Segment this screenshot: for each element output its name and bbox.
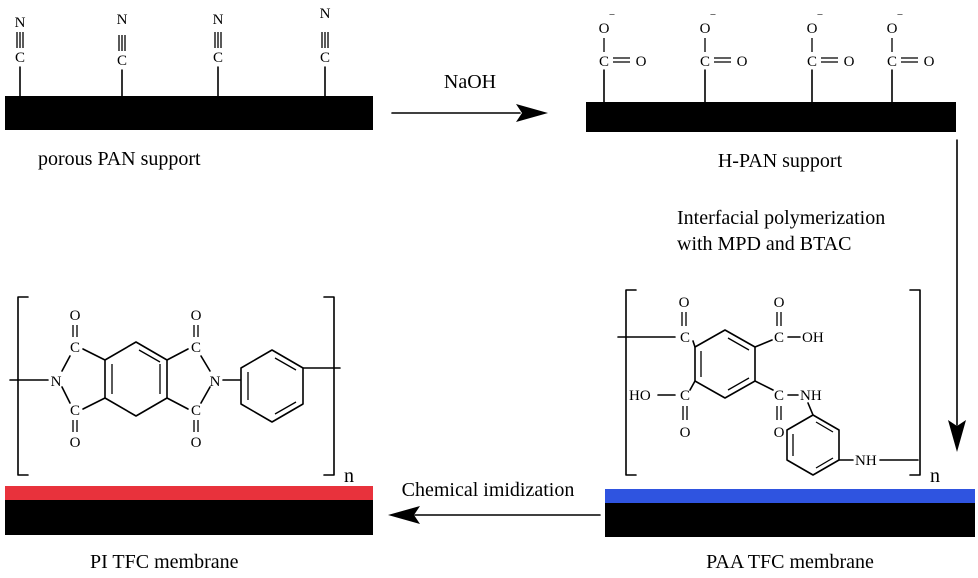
- nitrile-carbon: C: [15, 50, 25, 66]
- paa-cooh2-ho: HO: [629, 388, 651, 404]
- ip-label-line2: with MPD and BTAC: [677, 233, 852, 255]
- carboxylate-group: C O − O: [599, 9, 647, 103]
- negative-charge: −: [609, 9, 615, 21]
- paa-repeat-n: n: [930, 465, 940, 487]
- nitrile-carbon: C: [213, 50, 223, 66]
- paa-amide-c: C: [774, 388, 784, 404]
- pan-support-bar: [5, 96, 373, 130]
- pan-support-label: porous PAN support: [38, 148, 201, 170]
- nitrile-group: C N: [117, 12, 128, 97]
- carbonyl-oxygen: O: [737, 54, 748, 70]
- carbonyl-oxygen: O: [844, 54, 855, 70]
- nitrile-nitrogen: N: [320, 6, 331, 22]
- paa-mpd-nh: NH: [855, 453, 877, 469]
- nitrile-group: C N: [213, 12, 224, 97]
- paa-carbonyl-o: O: [679, 295, 690, 311]
- paa-membrane-group: PAA TFC membrane n C O C O OH: [605, 289, 975, 573]
- ip-arrow-group: Interfacial polymerization with MPD and …: [677, 139, 966, 452]
- naoh-arrow-group: NaOH: [391, 71, 548, 122]
- pi-support-bar: [5, 500, 373, 535]
- pi-membrane-group: PI TFC membrane n N C C O O: [5, 296, 373, 573]
- paa-cooh-oh: OH: [802, 330, 824, 346]
- hpan-support-bar: [586, 102, 956, 132]
- pan-support-group: C N C N C N C N porous PAN support: [5, 6, 373, 170]
- paa-left-bracket: [625, 289, 637, 476]
- carboxylate-group: C O − O: [807, 9, 855, 103]
- paa-carbonyl-c: C: [680, 330, 690, 346]
- pi-imide-o: O: [191, 308, 202, 324]
- pi-membrane-label: PI TFC membrane: [90, 551, 239, 573]
- carboxylate-oxygen: O: [599, 21, 610, 37]
- nitrile-carbon: C: [117, 53, 127, 69]
- ip-label-line1: Interfacial polymerization: [677, 207, 885, 229]
- paa-amide-nh: NH: [800, 388, 822, 404]
- carbonyl-oxygen: O: [636, 54, 647, 70]
- pi-repeat-n: n: [344, 465, 354, 487]
- nitrile-nitrogen: N: [117, 12, 128, 28]
- carboxylate-carbon: C: [700, 54, 710, 70]
- carboxylate-carbon: C: [807, 54, 817, 70]
- pi-left-bracket: [17, 296, 29, 476]
- pi-imide-o: O: [70, 435, 81, 451]
- imidization-arrowhead: [388, 506, 420, 524]
- carboxylate-oxygen: O: [700, 21, 711, 37]
- paa-cooh2-o: O: [680, 425, 691, 441]
- negative-charge: −: [817, 9, 823, 21]
- pi-imide-c: C: [70, 340, 80, 356]
- negative-charge: −: [897, 9, 903, 21]
- imidization-arrow-group: Chemical imidization: [388, 479, 601, 524]
- nitrile-nitrogen: N: [15, 15, 26, 31]
- nitrile-nitrogen: N: [213, 12, 224, 28]
- paa-support-bar: [605, 503, 975, 537]
- carboxylate-carbon: C: [887, 54, 897, 70]
- negative-charge: −: [710, 9, 716, 21]
- paa-cooh2-c: C: [680, 388, 690, 404]
- nitrile-group: C N: [320, 6, 331, 97]
- paa-layer-bar: [605, 489, 975, 503]
- carbonyl-oxygen: O: [924, 54, 935, 70]
- carboxylate-group: C O − O: [887, 9, 935, 103]
- pi-imide-c: C: [191, 340, 201, 356]
- pi-right-bracket: [323, 296, 335, 476]
- imidization-label: Chemical imidization: [402, 479, 575, 501]
- paa-mpd-ring: [786, 414, 840, 476]
- hpan-support-label: H-PAN support: [718, 150, 843, 172]
- pi-layer-bar: [5, 486, 373, 500]
- carboxylate-oxygen: O: [807, 21, 818, 37]
- pi-imide-c: C: [191, 403, 201, 419]
- pi-imide-o: O: [70, 308, 81, 324]
- paa-benzene-ring: [694, 329, 756, 399]
- pi-imide-o: O: [191, 435, 202, 451]
- carboxylate-oxygen: O: [887, 21, 898, 37]
- paa-right-bracket: [909, 289, 921, 476]
- naoh-arrowhead: [516, 104, 548, 122]
- carboxylate-carbon: C: [599, 54, 609, 70]
- paa-cooh-c: C: [774, 330, 784, 346]
- pi-structure: n N C C O O C C O: [9, 296, 354, 487]
- nitrile-group: C N: [15, 15, 26, 97]
- paa-membrane-label: PAA TFC membrane: [706, 551, 874, 573]
- ip-arrowhead: [948, 420, 966, 452]
- paa-cooh-o: O: [774, 295, 785, 311]
- pi-imide-c: C: [70, 403, 80, 419]
- pi-benzene-ring: [104, 341, 168, 417]
- paa-amide-o: O: [774, 425, 785, 441]
- carboxylate-group: C O − O: [700, 9, 748, 103]
- pi-phenylene-ring: [240, 349, 304, 423]
- naoh-label: NaOH: [444, 71, 496, 93]
- pi-imide-n-left: N: [51, 374, 62, 390]
- pi-imide-n-right: N: [210, 374, 221, 390]
- paa-structure: n C O C O OH C HO O: [617, 289, 940, 487]
- hpan-support-group: C O − O C O − O C O − O C: [586, 9, 956, 172]
- nitrile-carbon: C: [320, 50, 330, 66]
